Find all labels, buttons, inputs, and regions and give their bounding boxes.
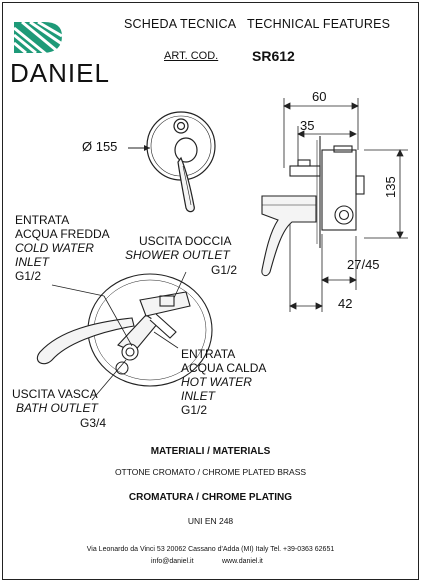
brand-name: DANIEL xyxy=(10,58,110,88)
hot-inlet-it-1: ENTRATA xyxy=(181,347,236,361)
side-view-drawing xyxy=(261,136,365,277)
dimension-60: 60 xyxy=(312,89,327,104)
shower-outlet-thread: G1/2 xyxy=(211,263,238,277)
materials-text: OTTONE CROMATO / CHROME PLATED BRASS xyxy=(114,467,307,477)
title-english: TECHNICAL FEATURES xyxy=(247,17,391,31)
dimension-lines xyxy=(283,98,408,312)
bath-outlet-thread: G3/4 xyxy=(80,416,107,430)
cold-inlet-it-2: ACQUA FREDDA xyxy=(15,227,110,241)
label-leaders xyxy=(51,271,187,401)
cold-inlet-thread: G1/2 xyxy=(15,269,42,283)
diameter-dimension: Ø 155 xyxy=(82,139,118,154)
footer-address: Via Leonardo da Vinci 53 20062 Cassano d… xyxy=(86,546,335,553)
art-cod-label: ART. COD. xyxy=(164,50,219,62)
article-code: SR612 xyxy=(252,48,295,64)
hot-inlet-en-1: HOT WATER xyxy=(181,375,252,389)
plating-text: UNI EN 248 xyxy=(187,516,234,526)
footer-website: www.daniel.it xyxy=(222,558,263,565)
bath-outlet-en: BATH OUTLET xyxy=(16,401,98,415)
hot-inlet-en-2: INLET xyxy=(181,389,216,403)
daniel-logo-icon xyxy=(13,20,63,56)
cold-inlet-label: ENTRATA ACQUA FREDDA COLD WATER INLET G1… xyxy=(15,213,110,283)
dimension-42: 42 xyxy=(338,296,353,311)
shower-outlet-it: USCITA DOCCIA xyxy=(139,234,232,248)
title-italian: SCHEDA TECNICA xyxy=(124,17,237,31)
dimension-135: 135 xyxy=(383,176,398,198)
dimension-27-45: 27/45 xyxy=(347,257,380,272)
footer-email: info@daniel.it xyxy=(151,558,194,565)
hot-inlet-it-2: ACQUA CALDA xyxy=(181,361,267,375)
cold-inlet-it-1: ENTRATA xyxy=(15,213,70,227)
plating-title: CROMATURA / CHROME PLATING xyxy=(128,492,293,503)
shower-outlet-en: SHOWER OUTLET xyxy=(125,248,230,262)
cold-inlet-en-1: COLD WATER xyxy=(15,241,94,255)
front-view-drawing xyxy=(146,111,216,213)
materials-title: MATERIALI / MATERIALS xyxy=(150,446,271,457)
dimension-35: 35 xyxy=(300,118,315,133)
bath-outlet-it: USCITA VASCA xyxy=(12,387,98,401)
hot-inlet-thread: G1/2 xyxy=(181,403,208,417)
rear-view-drawing xyxy=(36,273,213,387)
cold-inlet-en-2: INLET xyxy=(15,255,50,269)
hot-inlet-label: ENTRATA ACQUA CALDA HOT WATER INLET G1/2 xyxy=(181,347,266,417)
technical-sheet xyxy=(2,2,419,580)
